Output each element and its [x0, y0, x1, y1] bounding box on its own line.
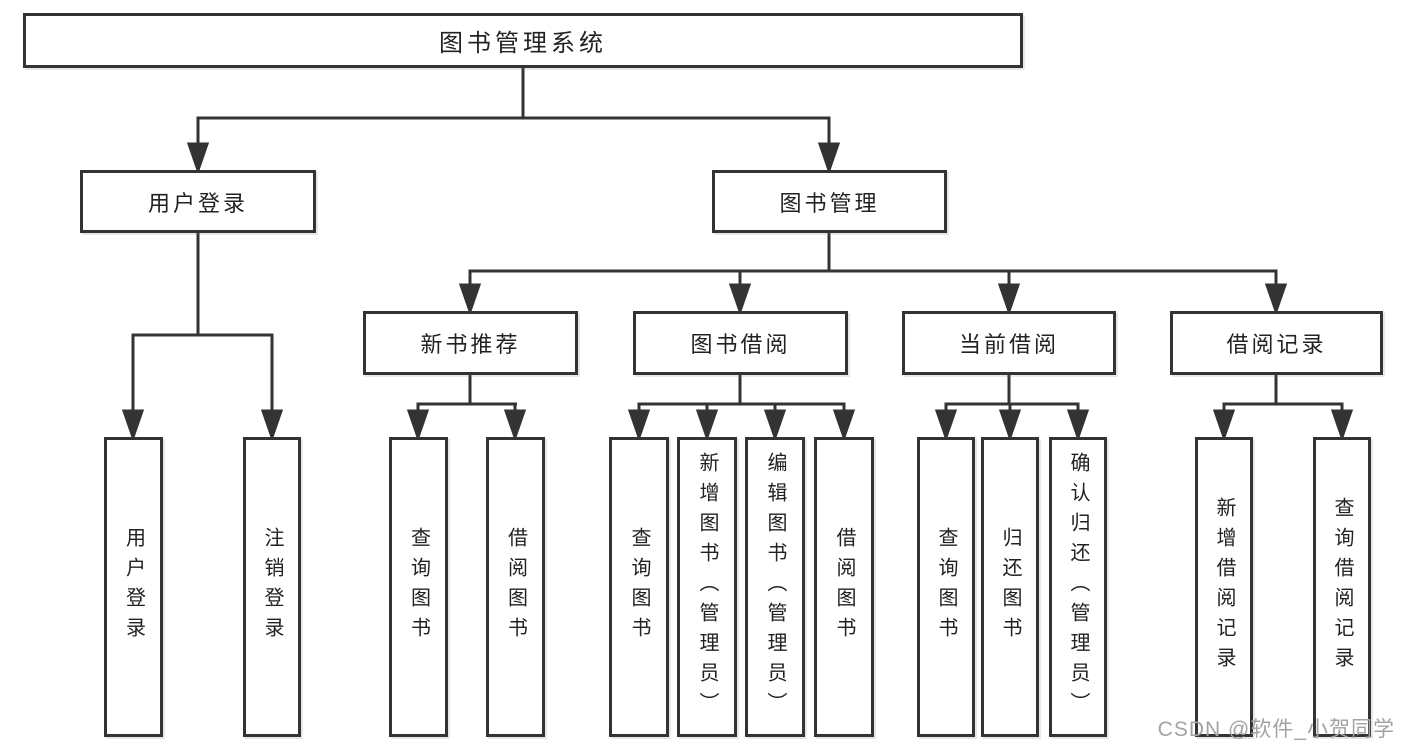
node-label: 借阅记录 [1226, 332, 1327, 357]
leaf-query-books-borrow: 查询图书 [609, 437, 669, 737]
node-label: 用户登录 [122, 527, 145, 647]
node-label: 查询图书 [628, 527, 650, 647]
node-label: 用户登录 [147, 190, 248, 216]
leaf-query-books-current: 查询图书 [917, 437, 975, 737]
node-label: 图书借阅 [690, 332, 791, 357]
node-book-management: 图书管理 [712, 170, 947, 233]
node-current-borrow: 当前借阅 [902, 311, 1116, 375]
csdn-watermark: CSDN @软件_小贺同学 [1157, 718, 1395, 741]
leaf-confirm-return-admin: 确认归还（管理员） [1049, 437, 1107, 737]
node-borrow-records: 借阅记录 [1170, 311, 1383, 375]
leaf-edit-books-admin: 编辑图书（管理员） [745, 437, 805, 737]
node-user-login: 用户登录 [80, 170, 316, 233]
node-label: 归还图书 [999, 527, 1021, 647]
leaf-query-borrow-record: 查询借阅记录 [1313, 437, 1371, 737]
node-label: 图书管理系统 [439, 30, 607, 57]
node-label: 新书推荐 [420, 332, 521, 357]
node-label: 新增图书（管理员） [696, 452, 718, 722]
node-book-borrow: 图书借阅 [633, 311, 848, 375]
node-label: 新增借阅记录 [1213, 497, 1235, 677]
node-new-book-recommend: 新书推荐 [363, 311, 578, 375]
node-label: 查询图书 [935, 527, 957, 647]
node-root-library-system: 图书管理系统 [23, 13, 1023, 68]
node-label: 编辑图书（管理员） [764, 452, 786, 722]
node-label: 借阅图书 [504, 527, 527, 647]
node-label: 注销登录 [261, 527, 283, 647]
leaf-return-books: 归还图书 [981, 437, 1039, 737]
leaf-add-borrow-record: 新增借阅记录 [1195, 437, 1253, 737]
node-label: 当前借阅 [958, 332, 1059, 357]
leaf-logout: 注销登录 [243, 437, 301, 737]
node-label: 借阅图书 [833, 527, 855, 647]
node-label: 图书管理 [779, 190, 880, 216]
node-label: 查询图书 [407, 527, 430, 647]
node-label: 查询借阅记录 [1331, 497, 1353, 677]
leaf-add-books-admin: 新增图书（管理员） [677, 437, 737, 737]
leaf-borrow-books: 借阅图书 [814, 437, 874, 737]
leaf-query-books-recommend: 查询图书 [389, 437, 448, 737]
leaf-user-login: 用户登录 [104, 437, 163, 737]
node-label: 确认归还（管理员） [1067, 452, 1089, 722]
leaf-borrow-books-recommend: 借阅图书 [486, 437, 545, 737]
